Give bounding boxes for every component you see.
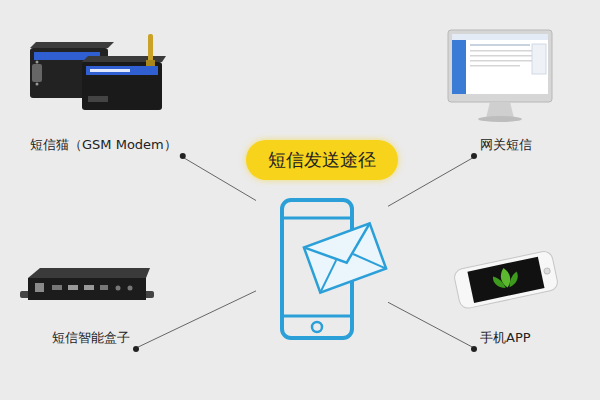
gateway-monitor-part	[452, 34, 548, 94]
envelope-icon-part	[353, 245, 386, 277]
sms-smart-box-part	[116, 286, 121, 291]
mobile-phone-photo-part	[507, 271, 520, 287]
gsm-modem-part	[148, 34, 153, 64]
sms-smart-box-part	[68, 285, 78, 290]
phone-icon-part	[312, 322, 322, 332]
gsm-modem-part	[36, 83, 39, 86]
sms-smart-box-part	[28, 268, 150, 278]
envelope-icon-part	[312, 260, 345, 292]
sms-smart-box	[20, 268, 154, 300]
envelope-icon	[304, 223, 386, 292]
leader-line	[180, 153, 256, 201]
sms-smart-box-part	[100, 285, 108, 290]
device-label: 网关短信	[476, 136, 536, 157]
leader-dot	[471, 346, 477, 352]
mobile-phone-photo-part	[492, 274, 505, 290]
sms-smart-box-part	[35, 283, 44, 292]
gateway-monitor-part	[470, 44, 530, 46]
gsm-modem-part	[86, 66, 158, 75]
gateway-monitor-part	[478, 116, 522, 122]
gsm-modem-part	[32, 64, 42, 82]
leader-line-stroke	[134, 291, 256, 349]
mobile-phone-photo-part	[544, 268, 551, 275]
device-label: 手机APP	[476, 329, 535, 350]
leader-line-stroke	[388, 156, 476, 206]
gateway-monitor	[448, 30, 552, 122]
leader-line	[388, 153, 477, 206]
sms-smart-box-part	[52, 285, 62, 290]
gateway-monitor-part	[452, 40, 466, 94]
route-heading: 短信发送途径	[246, 140, 398, 180]
device-label: 短信猫（GSM Modem）	[26, 136, 181, 157]
mobile-phone-photo-part	[453, 250, 559, 310]
device-caption: 短信智能盒子	[52, 330, 130, 346]
gsm-modem-part	[36, 61, 39, 64]
phone-icon-part	[284, 217, 350, 220]
gateway-monitor-part	[532, 44, 546, 74]
mobile-phone-photo	[453, 250, 559, 310]
envelope-icon-part	[304, 223, 380, 274]
gateway-monitor-part	[486, 102, 514, 118]
gateway-monitor-part	[470, 65, 520, 67]
envelope-icon-part	[304, 223, 386, 292]
gateway-monitor-part	[452, 34, 548, 40]
sms-smart-box-part	[84, 285, 94, 290]
device-label: 短信智能盒子	[48, 329, 134, 350]
sms-smart-box-part	[28, 278, 146, 300]
leader-line	[133, 291, 256, 352]
gsm-modem-part	[30, 42, 114, 48]
gsm-modem-part	[90, 69, 130, 72]
central-phone: 短信发送途径	[256, 198, 388, 340]
leader-dot	[471, 153, 477, 159]
mobile-phone-photo-part	[467, 257, 544, 303]
gateway-monitor-part	[448, 30, 552, 102]
leader-dot	[133, 346, 139, 352]
leader-dot	[180, 153, 186, 159]
leader-line	[388, 302, 477, 352]
phone-icon-part	[284, 315, 350, 318]
device-caption: 短信猫（GSM Modem）	[30, 137, 177, 153]
gsm-modem-part	[82, 62, 162, 110]
device-caption: 网关短信	[480, 137, 532, 153]
leader-line-stroke	[388, 302, 476, 349]
leader-line-stroke	[181, 156, 256, 201]
gsm-modem	[30, 34, 166, 110]
gsm-modem-part	[88, 96, 108, 102]
device-caption: 手机APP	[480, 330, 531, 346]
gsm-modem-part	[146, 60, 155, 66]
sms-smart-box-part	[128, 286, 133, 291]
